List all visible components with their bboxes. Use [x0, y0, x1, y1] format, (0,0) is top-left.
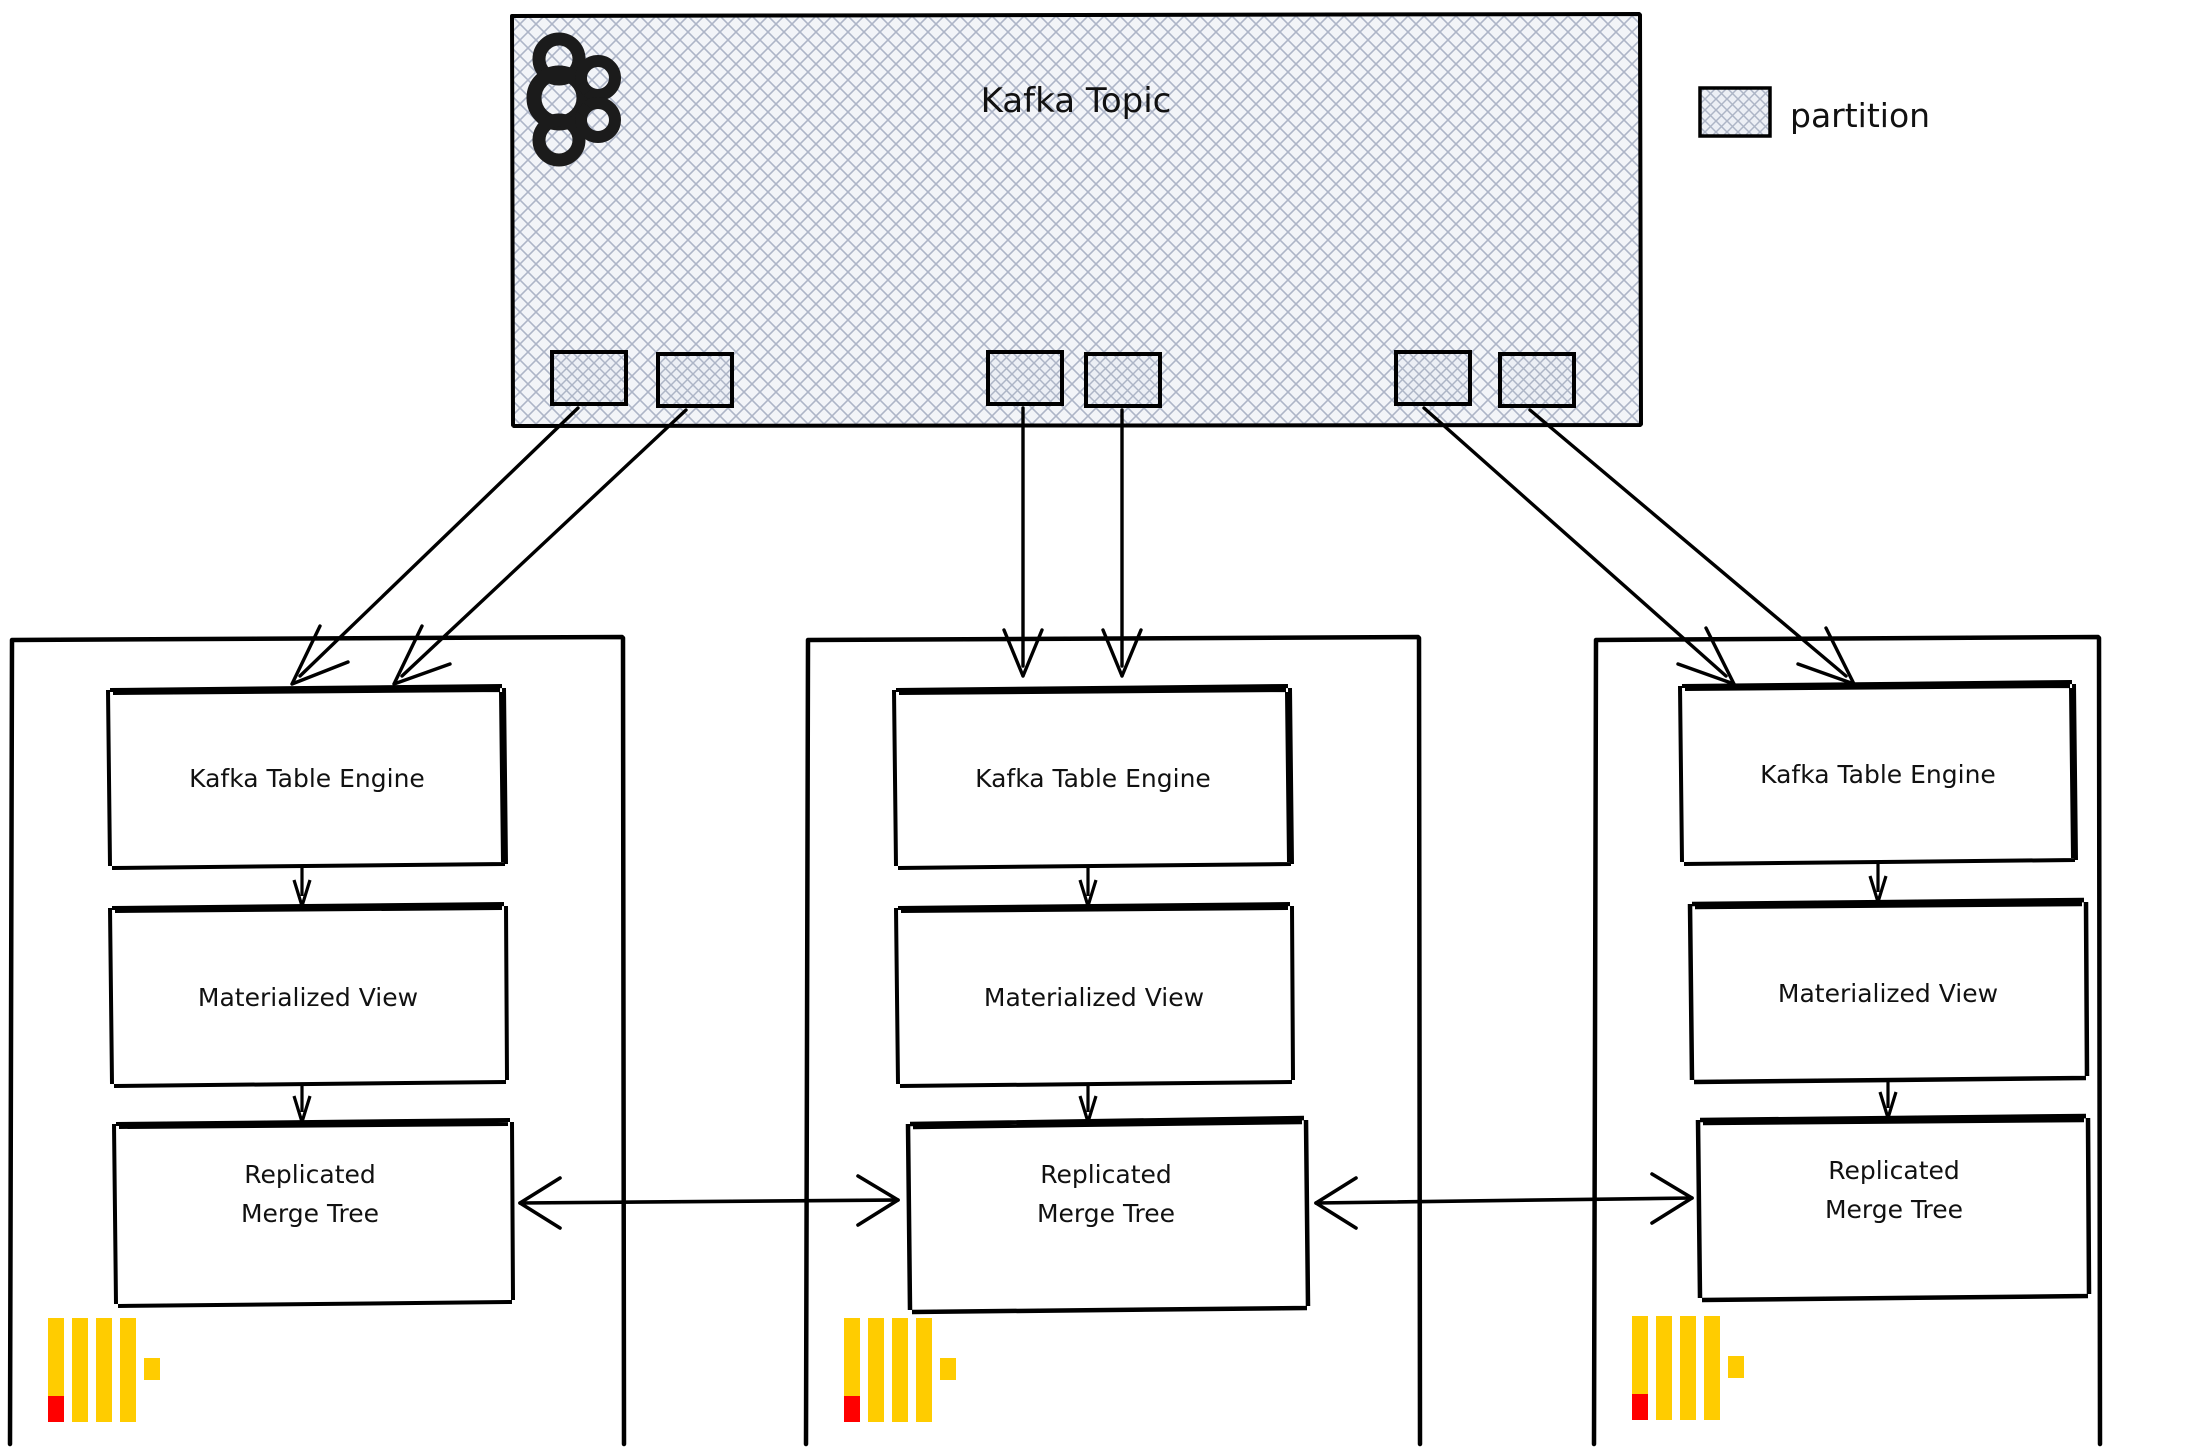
node-1-materialized-view[interactable]: Materialized View	[108, 902, 509, 1088]
node-3-border	[1591, 634, 2103, 1447]
clickhouse-node-1[interactable]: Kafka Table Engine Materialized View Rep…	[7, 634, 627, 1447]
node-1-merge-tree-label: Merge Tree	[241, 1199, 379, 1228]
partition-p2[interactable]	[986, 350, 1064, 406]
partition-p0[interactable]	[550, 350, 628, 406]
node-2-arrow-mv-to-rmt	[1078, 1084, 1098, 1123]
node-1-arrow-mv-to-rmt	[292, 1084, 312, 1123]
node-1-arrow-engine-to-mv	[292, 866, 312, 907]
partition-p3[interactable]	[1084, 352, 1162, 408]
partition-p4[interactable]	[1394, 350, 1472, 406]
node-2-materialized-view[interactable]: Materialized View	[894, 902, 1295, 1088]
legend-partition-label: partition	[1790, 96, 1930, 135]
kafka-topic-panel[interactable]: Kafka Topic	[510, 12, 1643, 428]
node-2-border	[803, 634, 1423, 1447]
node-1-kafka-table-engine[interactable]: Kafka Table Engine	[106, 684, 508, 870]
node-2-merge-tree-label: Merge Tree	[1037, 1199, 1175, 1228]
node-1-border	[7, 634, 627, 1447]
clickhouse-node-3[interactable]: Kafka Table Engine Materialized View Rep…	[1591, 634, 2103, 1447]
node-1-materialized-view-label: Materialized View	[198, 983, 418, 1012]
node-2-kafka-table-engine-label: Kafka Table Engine	[975, 764, 1211, 793]
node-3-replicated-merge-tree[interactable]: Replicated Merge Tree	[1695, 1113, 2092, 1303]
node-1-kafka-table-engine-label: Kafka Table Engine	[189, 764, 425, 793]
node-2-materialized-view-label: Materialized View	[984, 983, 1204, 1012]
node-2-arrow-engine-to-mv	[1078, 866, 1098, 907]
node-3-arrow-mv-to-rmt	[1878, 1080, 1898, 1119]
node-2-replicated-label: Replicated	[1040, 1160, 1172, 1189]
node-3-arrow-engine-to-mv	[1868, 862, 1888, 903]
node-3-materialized-view-label: Materialized View	[1778, 979, 1998, 1008]
node-3-kafka-table-engine-label: Kafka Table Engine	[1760, 760, 1996, 789]
clickhouse-node-2[interactable]: Kafka Table Engine Materialized View Rep…	[803, 634, 1423, 1447]
partition-p1[interactable]	[656, 352, 734, 408]
replication-link-1-2	[518, 1174, 900, 1230]
partition-swatch-icon	[1698, 86, 1772, 138]
ingest-arrows	[290, 406, 1856, 686]
node-2-kafka-table-engine[interactable]: Kafka Table Engine	[892, 684, 1294, 870]
kafka-logo-icon	[526, 32, 621, 167]
node-3-clickhouse-logo-icon	[1632, 1316, 1744, 1420]
kafka-topic-border	[510, 12, 1643, 428]
node-3-replicated-label: Replicated	[1828, 1156, 1960, 1185]
node-1-replicated-merge-tree[interactable]: Replicated Merge Tree	[112, 1118, 515, 1308]
node-1-clickhouse-logo-icon	[48, 1318, 160, 1422]
node-3-kafka-table-engine[interactable]: Kafka Table Engine	[1678, 680, 2078, 866]
node-3-materialized-view[interactable]: Materialized View	[1687, 897, 2090, 1085]
node-3-merge-tree-label: Merge Tree	[1825, 1195, 1963, 1224]
node-1-replicated-label: Replicated	[244, 1160, 376, 1189]
partition-p5[interactable]	[1498, 352, 1576, 408]
node-2-replicated-merge-tree[interactable]: Replicated Merge Tree	[905, 1115, 1311, 1315]
replication-link-2-3	[1314, 1172, 1694, 1230]
legend: partition	[1698, 86, 1930, 138]
kafka-topic-title: Kafka Topic	[981, 81, 1172, 121]
node-2-clickhouse-logo-icon	[844, 1318, 956, 1422]
